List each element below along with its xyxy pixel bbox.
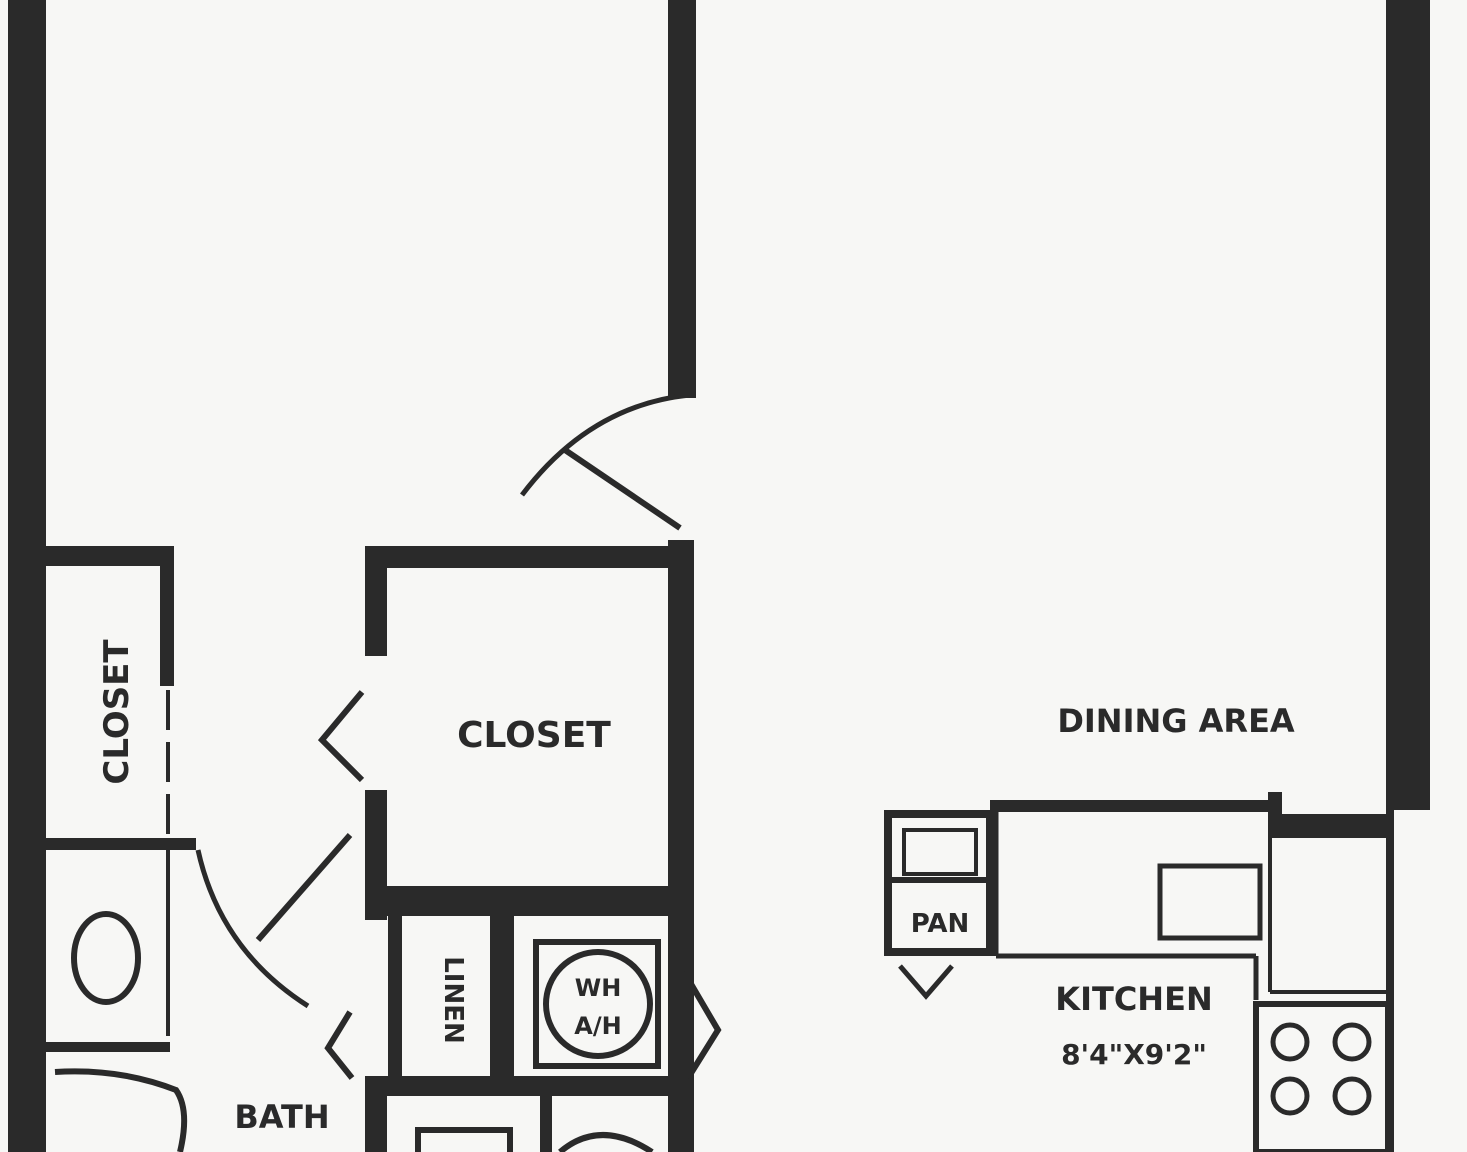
bath-door-leaf: [255, 833, 353, 942]
bedroom-door-swing: [520, 392, 691, 497]
bath-divider-wall: [46, 1042, 170, 1052]
wh-label: WH: [575, 974, 622, 1002]
right-exterior-wall: [1386, 0, 1430, 810]
side-closet-right-wall: [160, 546, 174, 686]
walls: [8, 0, 1430, 1152]
closet-left-wall-upper: [365, 546, 387, 656]
kitchen-dimensions: 8'4"X9'2": [1061, 1038, 1207, 1071]
pantry-door-swing: [898, 964, 954, 1000]
toilet-icon: [71, 911, 141, 1005]
water-heater-icon: [543, 949, 653, 1059]
closet-right-wall: [668, 540, 694, 920]
bath-label: BATH: [234, 1098, 329, 1136]
linen-right-wall: [490, 916, 514, 1076]
ah-label: A/H: [574, 1012, 621, 1040]
wh-bifold-door: [681, 970, 722, 1080]
refrigerator-icon: [902, 828, 978, 876]
wh-cabinet: [533, 939, 661, 1069]
kitchen-label: KITCHEN: [1055, 980, 1212, 1018]
burner-icon: [1270, 1022, 1310, 1062]
side-closet-label: CLOSET: [97, 639, 137, 785]
closet-bifold-door: [317, 690, 365, 783]
linen-bifold-door: [324, 1010, 355, 1080]
bath-top-wall: [365, 1076, 694, 1096]
fixtures: [54, 392, 1391, 1152]
bath-right-wall: [668, 1096, 694, 1152]
center-wall-upper: [668, 0, 696, 398]
side-closet-top-wall: [46, 546, 174, 566]
bath-inner-wall: [540, 1096, 552, 1152]
kitchen-sink-icon: [1157, 863, 1263, 941]
closet-bottom-wall: [365, 886, 694, 916]
kitchen-right-header: [1268, 814, 1394, 838]
range-cabinet: [1253, 1001, 1391, 1152]
side-closet-bottom-wall: [46, 838, 196, 850]
closet-top-wall: [365, 546, 694, 568]
burner-icon: [1270, 1076, 1310, 1116]
sink-cabinet-icon: [415, 1127, 513, 1152]
bedroom-door-leaf: [563, 447, 682, 531]
right-lower-wall: [1386, 810, 1394, 1152]
linen-left-wall: [388, 916, 402, 1076]
basin-icon: [558, 1132, 654, 1152]
left-exterior-wall: [8, 0, 46, 1152]
burner-icon: [1332, 1022, 1372, 1062]
tub-icon: [54, 1068, 188, 1152]
pantry-label: PAN: [911, 909, 970, 939]
wh-right-wall: [668, 916, 694, 1076]
bath-door-swing: [195, 849, 310, 1009]
dining-area-label: DINING AREA: [1057, 702, 1295, 740]
kitchen-top-wall: [990, 800, 1280, 812]
burner-icon: [1332, 1076, 1372, 1116]
bath-left-wall: [365, 1076, 387, 1152]
linen-label: LINEN: [438, 956, 468, 1044]
closet-label: CLOSET: [457, 715, 611, 756]
